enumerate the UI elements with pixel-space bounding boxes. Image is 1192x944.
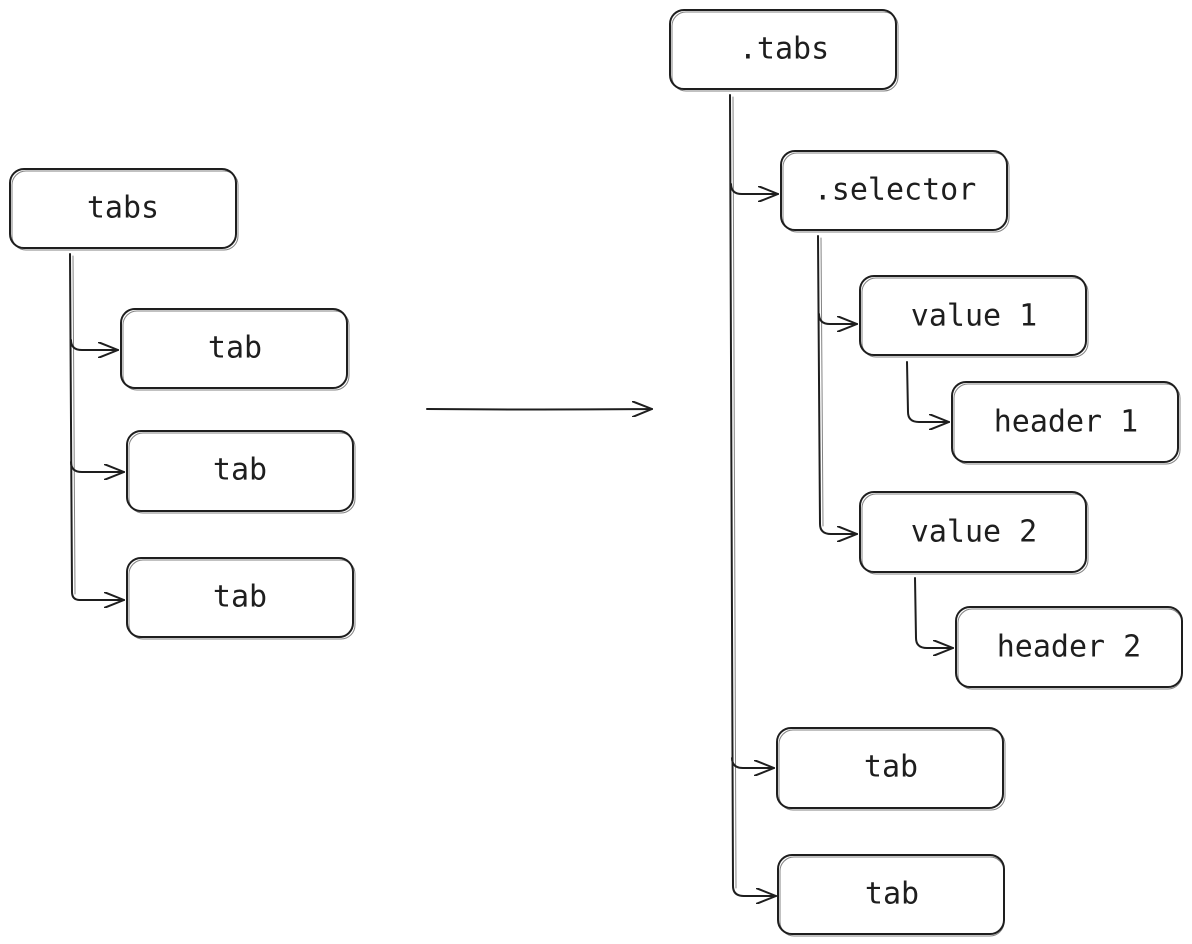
node-root-tabs: .tabs — [669, 9, 899, 92]
connector-to-value-1 — [818, 313, 858, 324]
node-header-2: header 2 — [955, 606, 1183, 690]
connector-tabs-trunk-sketch — [72, 255, 76, 595]
node-selector: .selector — [780, 150, 1010, 233]
transform-arrow — [426, 409, 653, 410]
node-tab-2: tab — [126, 430, 356, 514]
node-value-1: value 1 — [859, 275, 1089, 358]
connector-to-header-1 — [906, 361, 950, 422]
node-value-2-label: value 2 — [911, 515, 1037, 550]
node-header-1-label: header 1 — [994, 405, 1139, 440]
before-tree: tabs tab tab tab — [9, 168, 356, 640]
node-tabs-label: tabs — [87, 191, 159, 226]
node-tab-b-label: tab — [865, 877, 919, 912]
node-selector-label: .selector — [814, 173, 977, 208]
connector-root-trunk-sketch — [732, 96, 737, 889]
connector-selector-trunk-sketch — [820, 237, 824, 527]
connector-to-tab-2 — [70, 461, 125, 472]
connector-tabs-trunk — [69, 253, 81, 601]
connector-to-tab-a — [731, 757, 775, 768]
connector-root-trunk — [729, 94, 745, 897]
node-tabs: tabs — [9, 168, 239, 251]
node-root-tabs-label: .tabs — [739, 32, 829, 67]
connector-to-tab-1 — [70, 339, 119, 350]
connector-to-selector — [730, 183, 779, 194]
after-tree: .tabs .selector value 1 header 1 value 2… — [669, 9, 1183, 937]
node-tab-1: tab — [120, 308, 350, 391]
node-tab-3: tab — [126, 557, 356, 640]
node-tab-b: tab — [777, 854, 1005, 937]
node-tab-2-label: tab — [213, 453, 267, 488]
node-tab-3-label: tab — [213, 580, 267, 615]
connector-to-header-2 — [914, 577, 954, 648]
node-value-1-label: value 1 — [911, 299, 1037, 334]
connector-selector-trunk — [817, 235, 832, 535]
node-header-1: header 1 — [951, 381, 1181, 465]
node-tab-a-label: tab — [864, 750, 918, 785]
node-tab-1-label: tab — [208, 331, 262, 366]
node-value-2: value 2 — [859, 491, 1089, 575]
node-tab-a: tab — [776, 727, 1006, 811]
node-header-2-label: header 2 — [997, 630, 1142, 665]
